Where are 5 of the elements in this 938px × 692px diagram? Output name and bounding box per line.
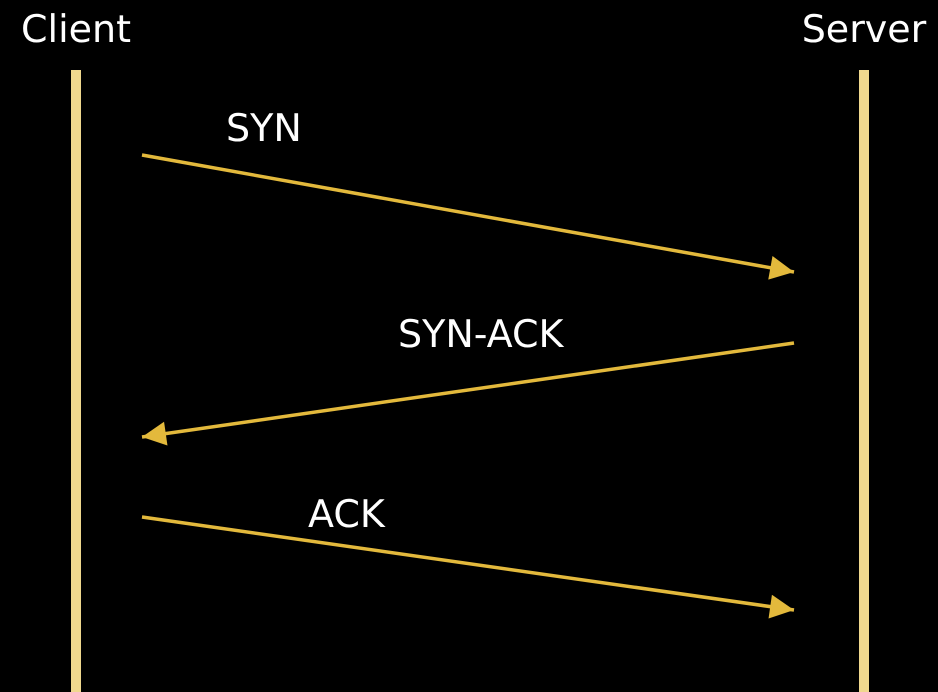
arrow <box>142 341 794 446</box>
arrow <box>142 515 794 618</box>
participant-label: Server <box>800 6 928 52</box>
participant-label: Client <box>20 6 132 52</box>
arrow <box>142 153 794 280</box>
